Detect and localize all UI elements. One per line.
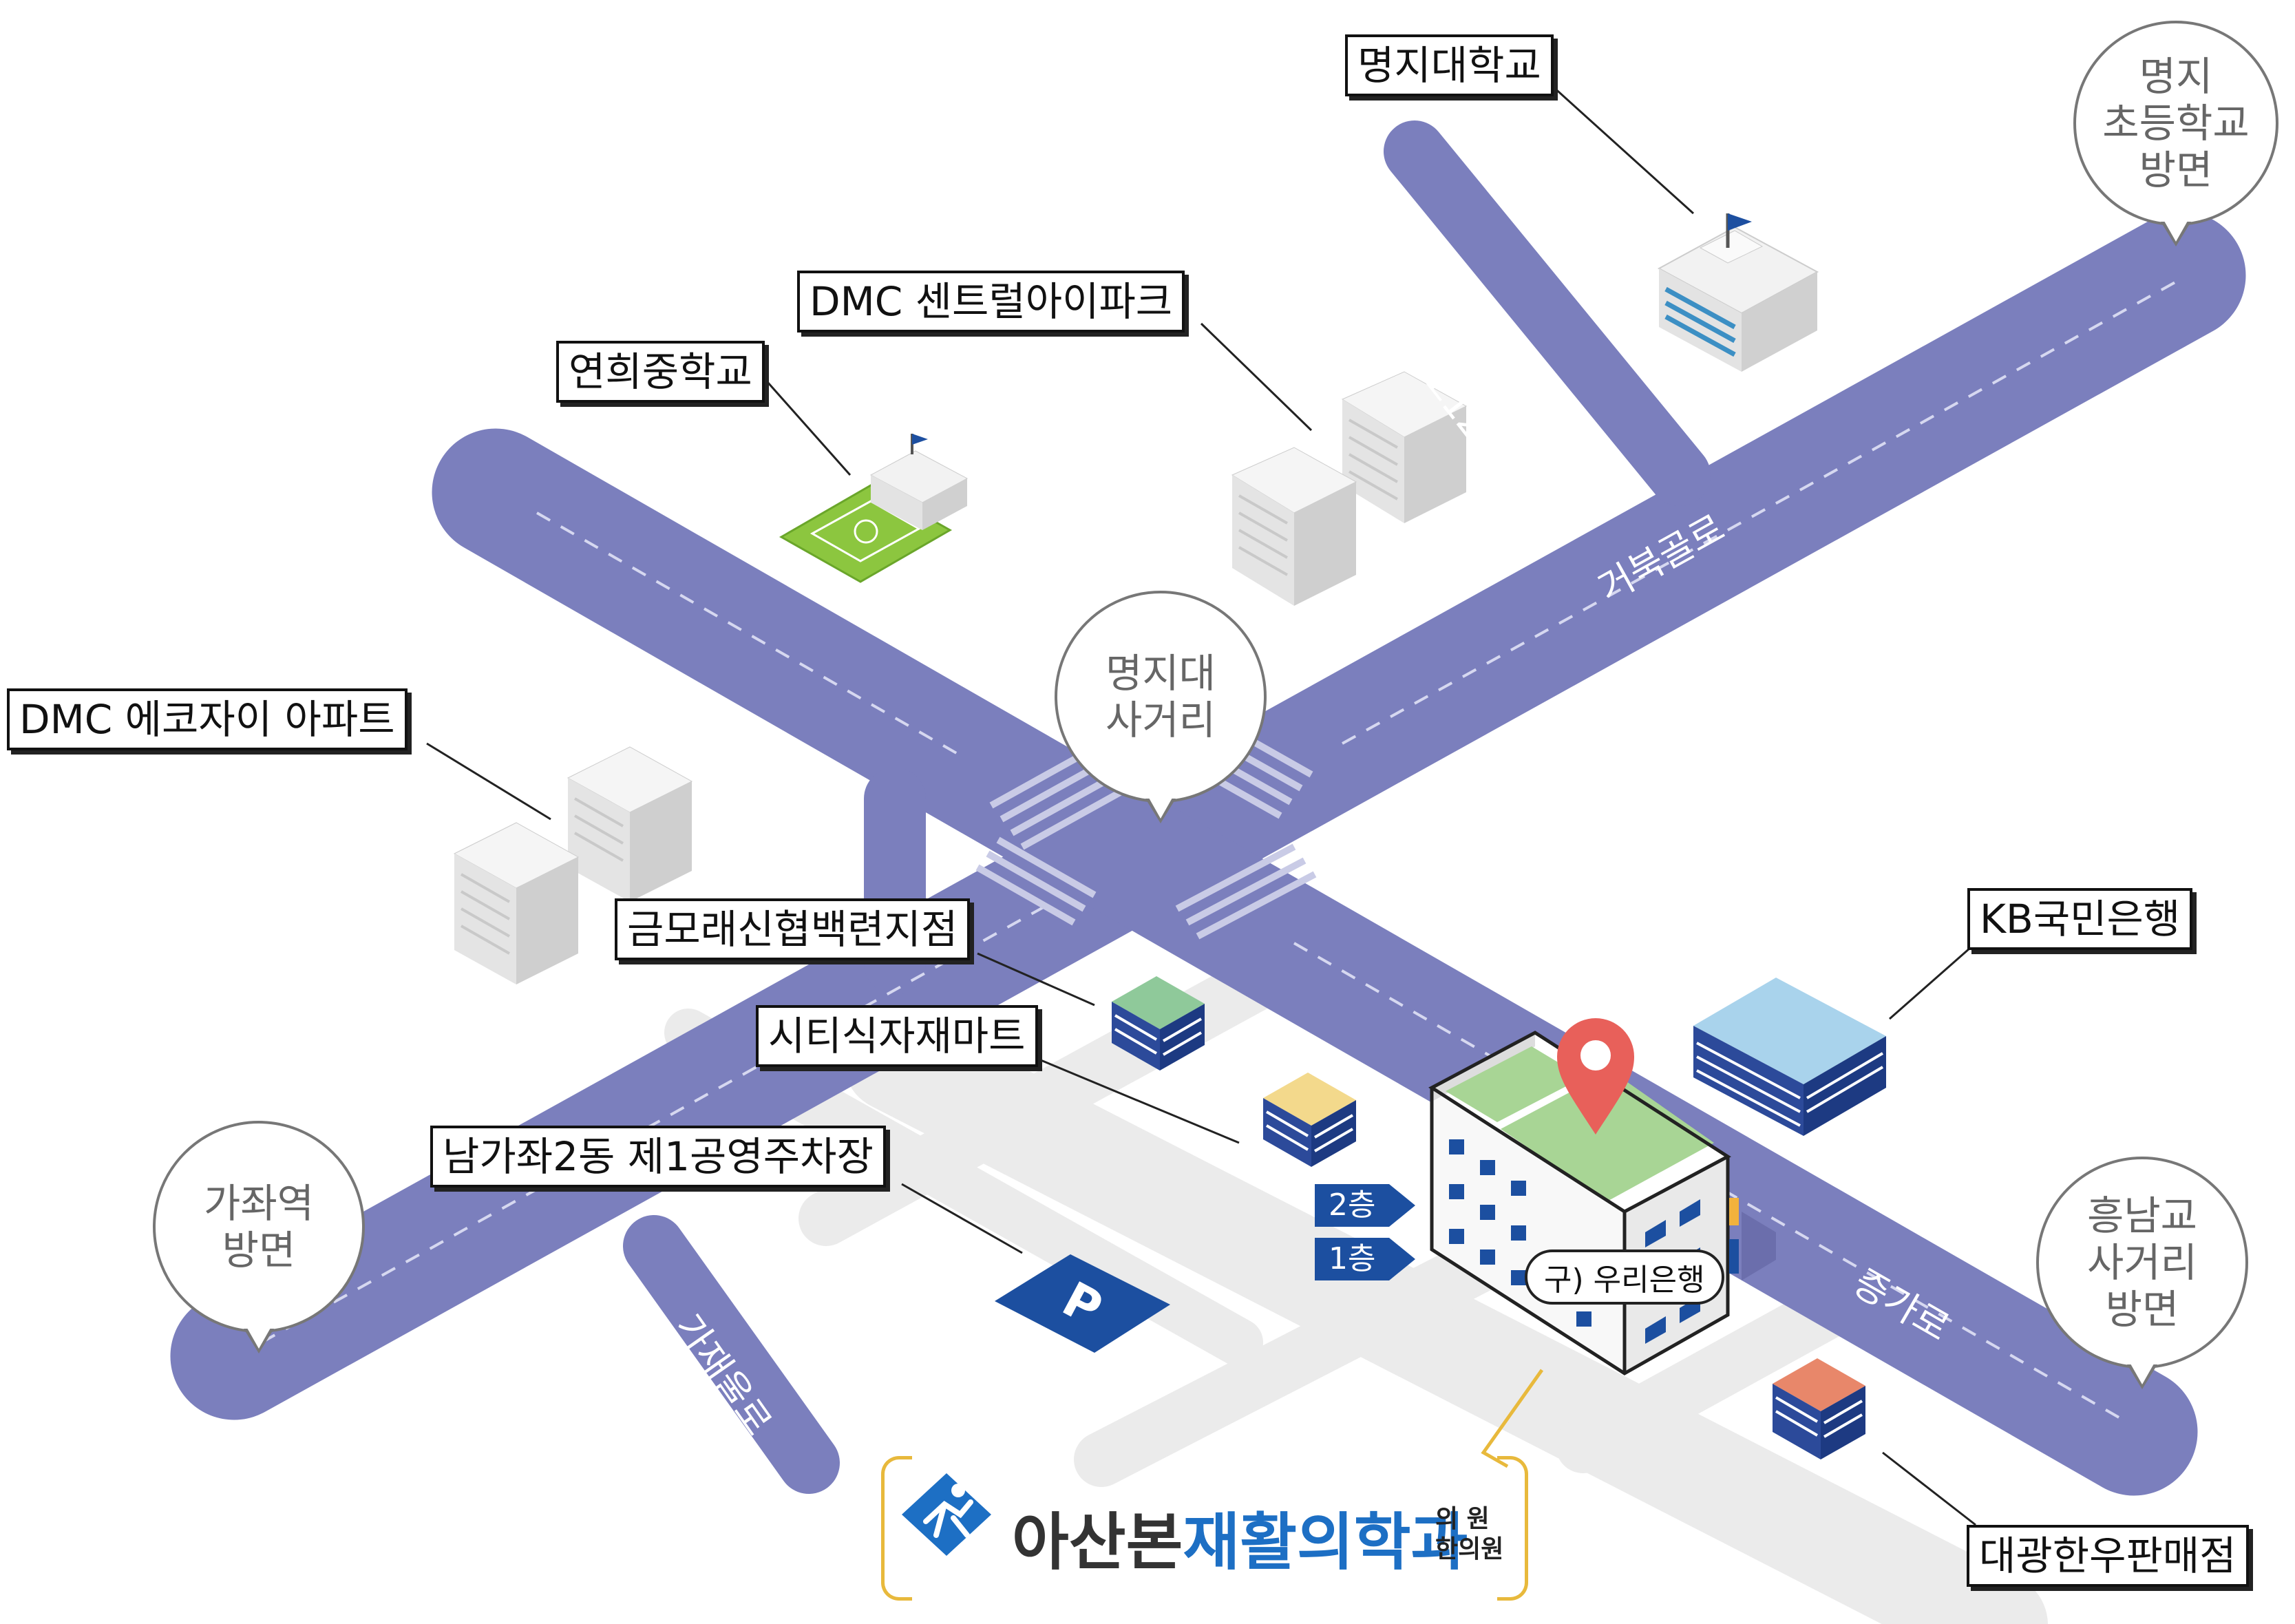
label-yeonhui-middle: 연희중학교 [556,341,765,403]
label-dmc-ecoxi: DMC 에코자이 아파트 [7,688,408,750]
logo-bracket-right [1497,1456,1528,1601]
label-daegwang: 대광한우판매점 [1967,1525,2249,1587]
bubble-line: 명지 [2139,53,2213,100]
kb-bank-building [1693,978,1886,1136]
clinic-name: 아산본재활의학과 [1012,1492,1468,1581]
bubble-myongji-elementary: 명지 초등학교 방면 [2073,21,2278,246]
yeonhui-school [779,434,969,583]
dmc-ecoxi-buildings [453,746,693,984]
parking-icon: P [995,1254,1170,1353]
city-mart-building [1263,1073,1356,1167]
myongji-univ-building [1657,213,1819,372]
bubble-line: 사거리 [2086,1239,2198,1286]
bubble-line: 초등학교 [2102,100,2250,147]
former-woori-bank-pill: 구) 우리은행 [1525,1249,1724,1305]
daegwang-building [1773,1358,1865,1459]
bubble-line: 명지대 [1105,650,1216,697]
clinic-name-part1: 아산본 [1012,1506,1183,1579]
bubble-line: 가좌역 [203,1180,315,1227]
bubble-line: 사거리 [1105,697,1216,744]
bubble-myongji-crossroad: 명지대 사거리 [1055,591,1267,823]
bubble-line: 흥남교 [2086,1192,2198,1239]
clinic-subtitle: 의 원 한의원 [1435,1504,1503,1565]
clinic-logo-icon [902,1473,991,1556]
leader-lines [426,85,1976,1526]
label-city-mart: 시티식자재마트 [756,1005,1038,1067]
road-jeungga [432,428,2198,1496]
bubble-line: 방면 [2105,1286,2179,1333]
bubble-line: 방면 [2139,147,2213,193]
road-jeungga12 [1384,120,1711,506]
bubble-heungnam-crossroad: 흥남교 사거리 방면 [2036,1157,2248,1389]
geummorae-building [1112,976,1205,1071]
label-geummorae: 금모래신협백련지점 [615,898,971,960]
dmc-central-buildings [1231,371,1468,606]
clinic-subtitle-line2: 한의원 [1435,1535,1504,1563]
clinic-subtitle-line1: 의 원 [1435,1505,1490,1533]
clinic-logo: 아산본재활의학과 의 원 한의원 [881,1456,1528,1601]
label-myongji-univ: 명지대학교 [1345,34,1554,96]
clinic-name-part2: 재활의학과 [1183,1506,1468,1579]
road-gajaeul [623,1215,840,1494]
label-parking: 남가좌2동 제1공영주차장 [430,1126,886,1188]
location-pin-icon [1557,1018,1634,1135]
crosswalks [975,726,1317,940]
label-kb-bank: KB국민은행 [1967,888,2193,950]
floor-1-tag: 1층 [1315,1238,1417,1280]
bubble-line: 방면 [222,1227,296,1274]
bubble-gajwa-station: 가좌역 방면 [153,1121,365,1353]
label-dmc-central: DMC 센트럴아이파크 [797,271,1185,333]
floor-2-tag: 2층 [1315,1184,1417,1227]
logo-bracket-left [881,1456,912,1601]
